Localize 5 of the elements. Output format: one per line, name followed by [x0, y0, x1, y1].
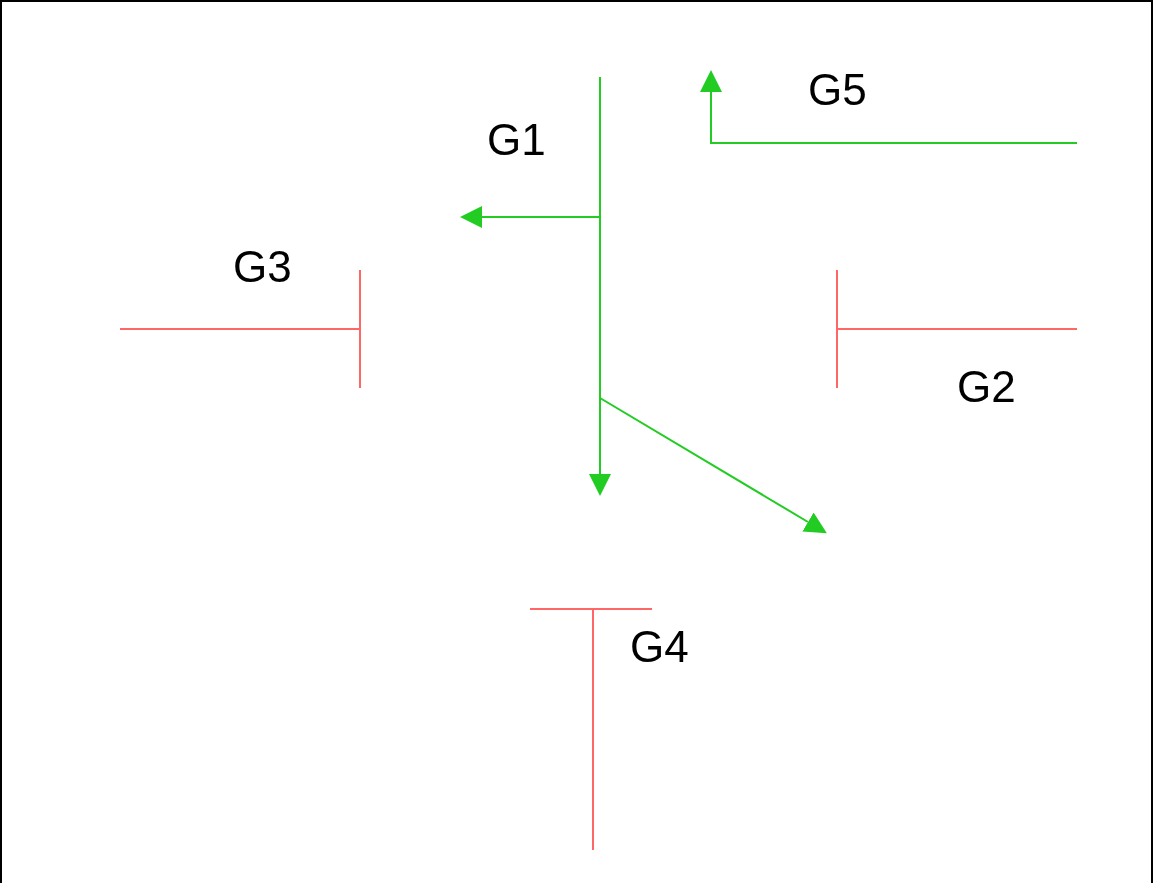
gene-label: G2 — [957, 365, 1016, 409]
gene-label: G4 — [630, 625, 689, 669]
gene-label: G3 — [233, 245, 292, 289]
gene-label: G5 — [808, 68, 867, 112]
gene-label: G1 — [487, 118, 546, 162]
